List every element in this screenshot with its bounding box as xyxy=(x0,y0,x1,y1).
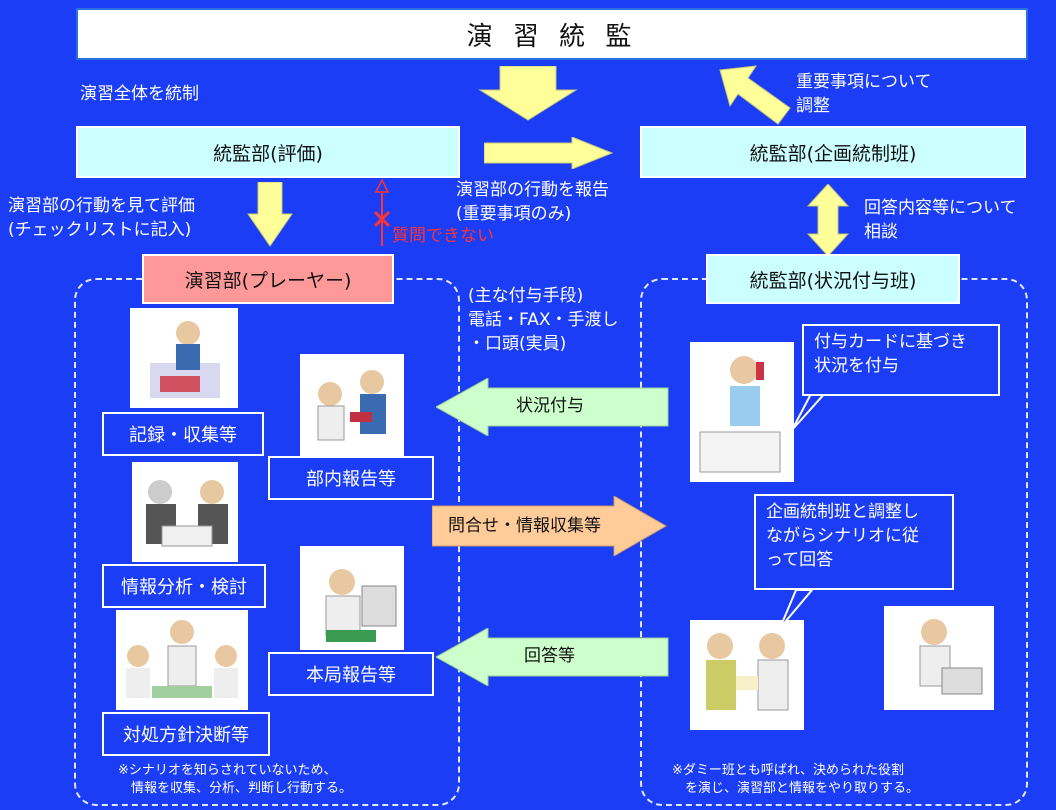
internal-report-illustration xyxy=(300,354,404,458)
consult-arrow xyxy=(806,184,850,256)
phone-illustration xyxy=(690,342,794,482)
hq-planning-box: 統監部(企画統制班) xyxy=(640,126,1026,178)
hq-report-label: 本局報告等 xyxy=(268,652,434,696)
analysis-illustration xyxy=(132,462,238,562)
handover-illustration xyxy=(690,620,804,730)
situation-arrow-label: 状況付与 xyxy=(516,396,584,416)
scenario-callout: 企画統制班と調整し ながらシナリオに従 って回答 xyxy=(754,494,954,590)
player-footnote: ※シナリオを知らされていないため、 情報を収集、分析、判断し行動する。 xyxy=(118,763,353,796)
record-illustration xyxy=(130,308,238,408)
scenario-callout-tail xyxy=(779,590,814,629)
up-arrow-adjust xyxy=(719,65,791,125)
hq-report-illustration xyxy=(300,546,404,650)
evaluate-arrow xyxy=(247,182,293,247)
decision-label: 対処方針決断等 xyxy=(102,712,270,756)
hq-evaluation-label: 統監部(評価) xyxy=(213,142,323,165)
no-question-label: 質問できない xyxy=(392,226,494,246)
hq-evaluation-box: 統監部(評価) xyxy=(76,126,460,178)
answer-arrow xyxy=(436,628,669,686)
evaluation-note: 演習部の行動を見て評価 (チェックリストに記入) xyxy=(8,196,195,240)
decision-illustration xyxy=(116,610,248,710)
situation-footnote: ※ダミー班とも呼ばれ、決められた役割 を演じ、演習部と情報をやり取りする。 xyxy=(672,763,920,796)
report-arrow xyxy=(484,137,614,169)
down-arrow-control xyxy=(478,66,578,121)
adjust-note: 重要事項について 調整 xyxy=(796,72,932,116)
hq-planning-label: 統監部(企画統制班) xyxy=(749,142,917,165)
fax-illustration xyxy=(884,606,994,710)
report-note: 演習部の行動を報告 (重要事項のみ) xyxy=(456,180,609,224)
title-bar: 演 習 統 監 xyxy=(76,8,1028,60)
player-label: 演習部(プレーヤー) xyxy=(184,269,352,292)
internal-report-label: 部内報告等 xyxy=(268,456,434,500)
page-title: 演 習 統 監 xyxy=(466,21,638,52)
consult-note: 回答内容等について 相談 xyxy=(864,198,1017,242)
no-question-arrow xyxy=(373,178,391,246)
player-box: 演習部(プレーヤー) xyxy=(142,254,394,304)
inquiry-arrow xyxy=(432,496,668,556)
inquiry-arrow-label: 問合せ・情報収集等 xyxy=(448,516,601,536)
card-callout: 付与カードに基づき 状況を付与 xyxy=(802,324,1000,396)
answer-arrow-label: 回答等 xyxy=(524,646,575,666)
analysis-label: 情報分析・検討 xyxy=(102,564,266,608)
card-callout-tail xyxy=(791,392,828,431)
means-note: (主な付与手段) 電話・FAX・手渡し ・口頭(実員) xyxy=(468,286,619,354)
control-note: 演習全体を統制 xyxy=(80,84,199,104)
record-label: 記録・収集等 xyxy=(102,412,264,456)
situation-arrow xyxy=(436,378,669,436)
situation-team-box: 統監部(状況付与班) xyxy=(706,254,960,304)
situation-team-label: 統監部(状況付与班) xyxy=(749,269,917,292)
